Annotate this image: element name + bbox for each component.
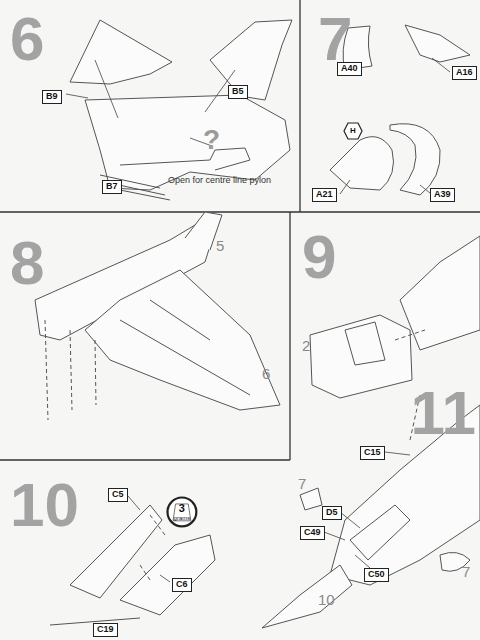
part-label: D5 xyxy=(326,507,338,517)
hex-marker: H xyxy=(343,122,363,140)
callout-number: ? xyxy=(203,126,220,154)
weight-circle: 3grams xyxy=(166,496,198,528)
step-number: 6 xyxy=(10,8,44,70)
callout-number: 7 xyxy=(462,564,470,579)
part-label: grams xyxy=(166,515,198,521)
step-number: 8 xyxy=(10,232,44,294)
callout-number: 5 xyxy=(216,238,224,253)
part-label: B7 xyxy=(106,181,118,191)
part-number-box: A39 xyxy=(430,188,455,202)
callout-number: 2 xyxy=(302,338,310,353)
part-label: C50 xyxy=(368,569,385,579)
callout-number: 7 xyxy=(298,476,306,491)
part-number-box: C5 xyxy=(108,488,128,502)
part-number-box: C6 xyxy=(172,578,192,592)
part-label: H xyxy=(343,127,363,135)
part-number-box: C50 xyxy=(364,568,389,582)
part-number-box: C49 xyxy=(300,526,325,540)
part-label: 3 xyxy=(166,503,198,515)
part-number-box: B5 xyxy=(228,85,248,99)
part-label: C49 xyxy=(304,527,321,537)
part-label: C5 xyxy=(112,489,124,499)
step-number: 7 xyxy=(318,8,352,70)
part-number-box: C19 xyxy=(93,623,118,637)
part-label: B9 xyxy=(46,91,58,101)
callout-number: 6 xyxy=(262,366,270,381)
part-label: B5 xyxy=(232,86,244,96)
part-number-box: A16 xyxy=(452,66,477,80)
step-number: 9 xyxy=(302,226,336,288)
part-number-box: C15 xyxy=(360,446,385,460)
part-number-box: A21 xyxy=(312,188,337,202)
part-label: A16 xyxy=(456,67,473,77)
note-text: Open for centre line pylon xyxy=(168,176,271,185)
part-label: C19 xyxy=(97,624,114,634)
part-label: C6 xyxy=(176,579,188,589)
part-number-box: B9 xyxy=(42,90,62,104)
callout-number: 10 xyxy=(318,592,335,607)
part-number-box: B7 xyxy=(102,180,122,194)
step-number: 11 xyxy=(410,382,476,444)
part-label: A21 xyxy=(316,189,333,199)
part-label: C15 xyxy=(364,447,381,457)
part-label: A39 xyxy=(434,189,451,199)
step-number: 10 xyxy=(10,474,79,536)
part-number-box: D5 xyxy=(322,506,342,520)
